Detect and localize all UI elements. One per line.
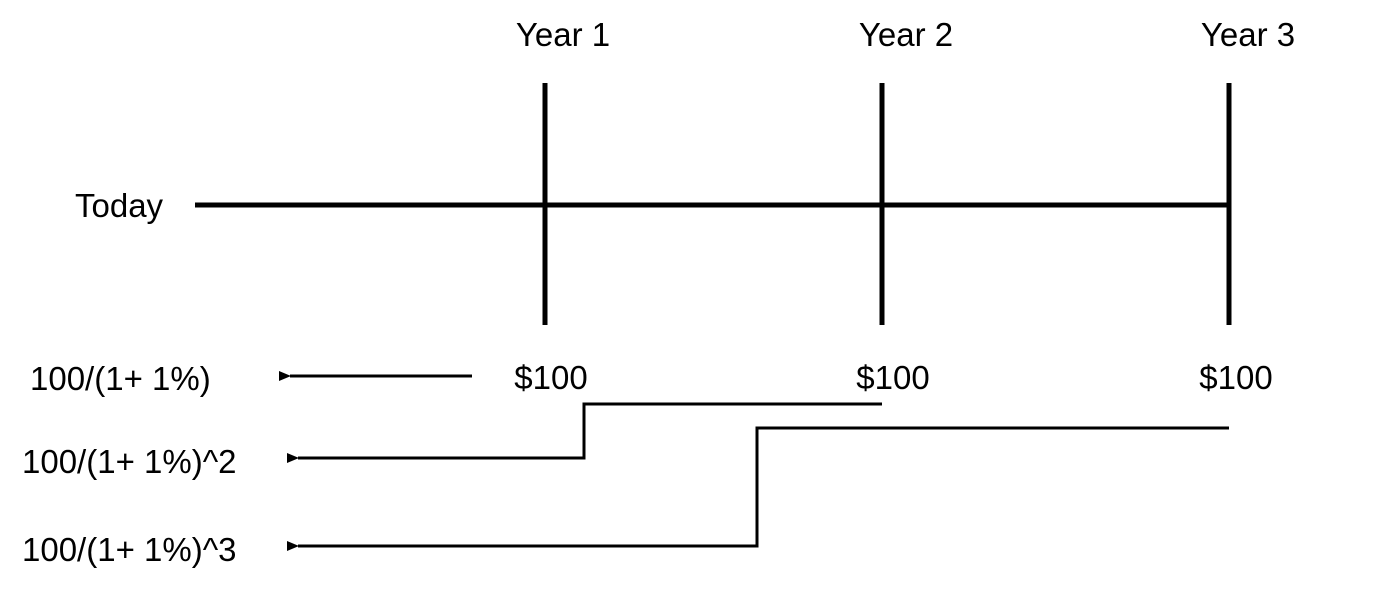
discount-arrow-2 <box>287 402 882 463</box>
year-1-label: Year 1 <box>515 16 611 53</box>
discount-formula-1: 100/(1+ 1%) <box>30 360 211 397</box>
cash-flow-year-1: $100 <box>514 359 588 396</box>
cash-flow-year-2: $100 <box>856 359 930 396</box>
cash-flow-year-3: $100 <box>1199 359 1273 396</box>
today-label: Today <box>75 187 164 224</box>
discount-formula-2: 100/(1+ 1%)^2 <box>22 443 237 480</box>
year-3-label: Year 3 <box>1200 16 1296 53</box>
discount-arrow-3 <box>287 426 1229 551</box>
year-2-label: Year 2 <box>858 16 954 53</box>
discount-formula-3: 100/(1+ 1%)^3 <box>22 531 237 568</box>
